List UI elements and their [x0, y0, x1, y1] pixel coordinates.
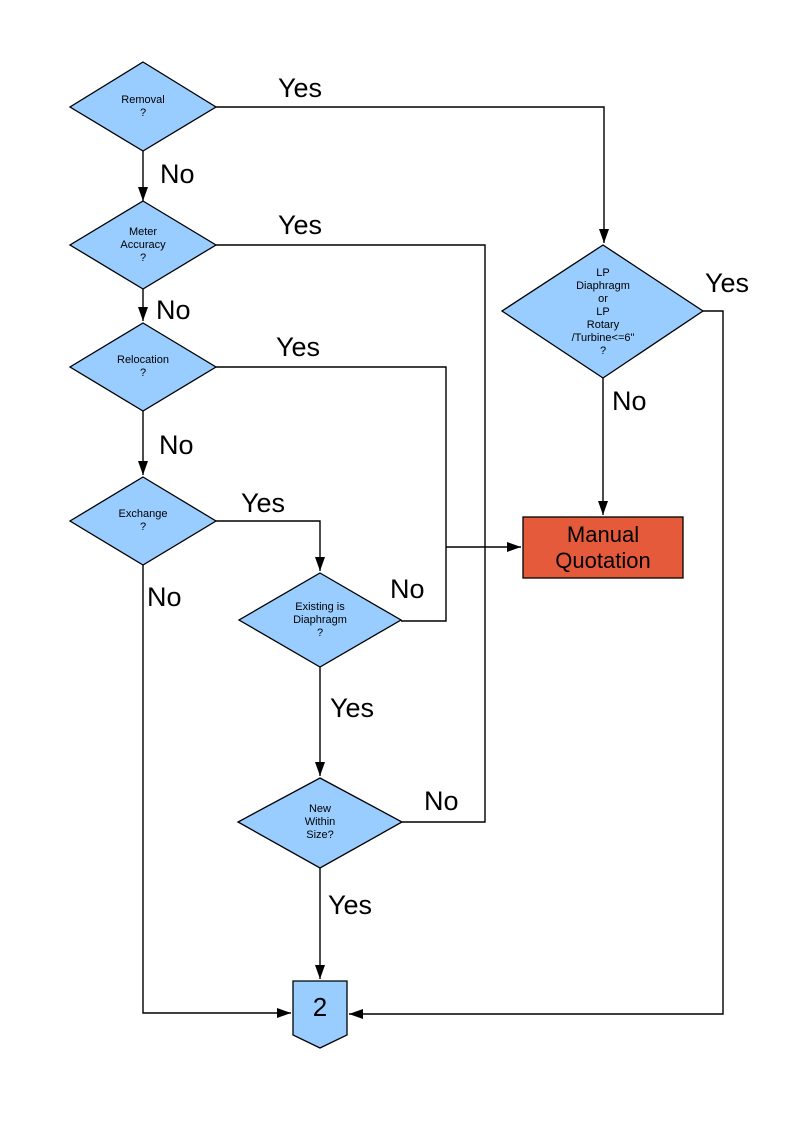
- node-manual-quotation-label: Manual Quotation: [555, 521, 651, 573]
- edge-label-existing-is-diaphragm-yes: Yes: [330, 693, 375, 723]
- edge-label-lp-meter-no: No: [612, 386, 647, 416]
- edge-exchange-yes: [216, 520, 325, 571]
- edge-meter-accuracy-yes: [216, 244, 486, 547]
- node-relocation-shape: [68, 322, 218, 412]
- nodes: [68, 61, 705, 1049]
- node-connector-2-label: 2: [312, 992, 328, 1022]
- edge-existing-is-diaphragm-no: [401, 547, 447, 622]
- edge-removal-yes: [216, 106, 609, 243]
- edge-label-meter-accuracy-yes: Yes: [278, 210, 323, 240]
- edge-label-removal-yes: Yes: [278, 73, 323, 103]
- node-existing-is-diaphragm-label: Existing is Diaphragm ?: [293, 601, 347, 639]
- node-new-within-size-label: New Within Size?: [304, 803, 336, 841]
- edge-label-new-within-size-yes: Yes: [328, 890, 373, 920]
- node-exchange-label: Exchange ?: [118, 508, 168, 533]
- node-lp-meter-label: LP Diaphragm or LP Rotary /Turbine<=6" ?: [571, 267, 635, 357]
- node-connector-2-shape: [292, 980, 348, 1049]
- node-new-within-size-shape: [236, 777, 404, 869]
- edge-label-exchange-yes: Yes: [241, 488, 286, 518]
- edge-lp-meter-yes: [349, 310, 724, 1019]
- edge-label-meter-accuracy-no: No: [156, 295, 191, 325]
- node-existing-is-diaphragm-shape: [237, 572, 403, 668]
- edge-label-existing-is-diaphragm-no: No: [390, 574, 425, 604]
- node-relocation-label: Relocation ?: [117, 354, 169, 379]
- node-meter-accuracy-label: Meter Accuracy ?: [120, 226, 166, 264]
- edge-label-new-within-size-no: No: [424, 786, 459, 816]
- node-removal-shape: [68, 61, 218, 152]
- node-manual-quotation-shape: [522, 516, 684, 579]
- node-exchange-shape: [68, 476, 218, 566]
- edge-relocation-yes: [216, 366, 447, 547]
- node-removal-label: Removal ?: [121, 94, 165, 119]
- node-lp-meter-shape: [500, 244, 705, 379]
- node-meter-accuracy-shape: [68, 200, 218, 290]
- edge-label-removal-no: No: [160, 159, 195, 189]
- edge-label-relocation-yes: Yes: [276, 332, 321, 362]
- edges: [138, 106, 724, 1019]
- edge-exchange-no: [142, 565, 291, 1018]
- edge-label-exchange-no: No: [147, 582, 182, 612]
- edge-label-relocation-no: No: [159, 430, 194, 460]
- edge-new-within-size-no: [402, 547, 486, 823]
- edge-label-lp-meter-yes: Yes: [705, 268, 750, 298]
